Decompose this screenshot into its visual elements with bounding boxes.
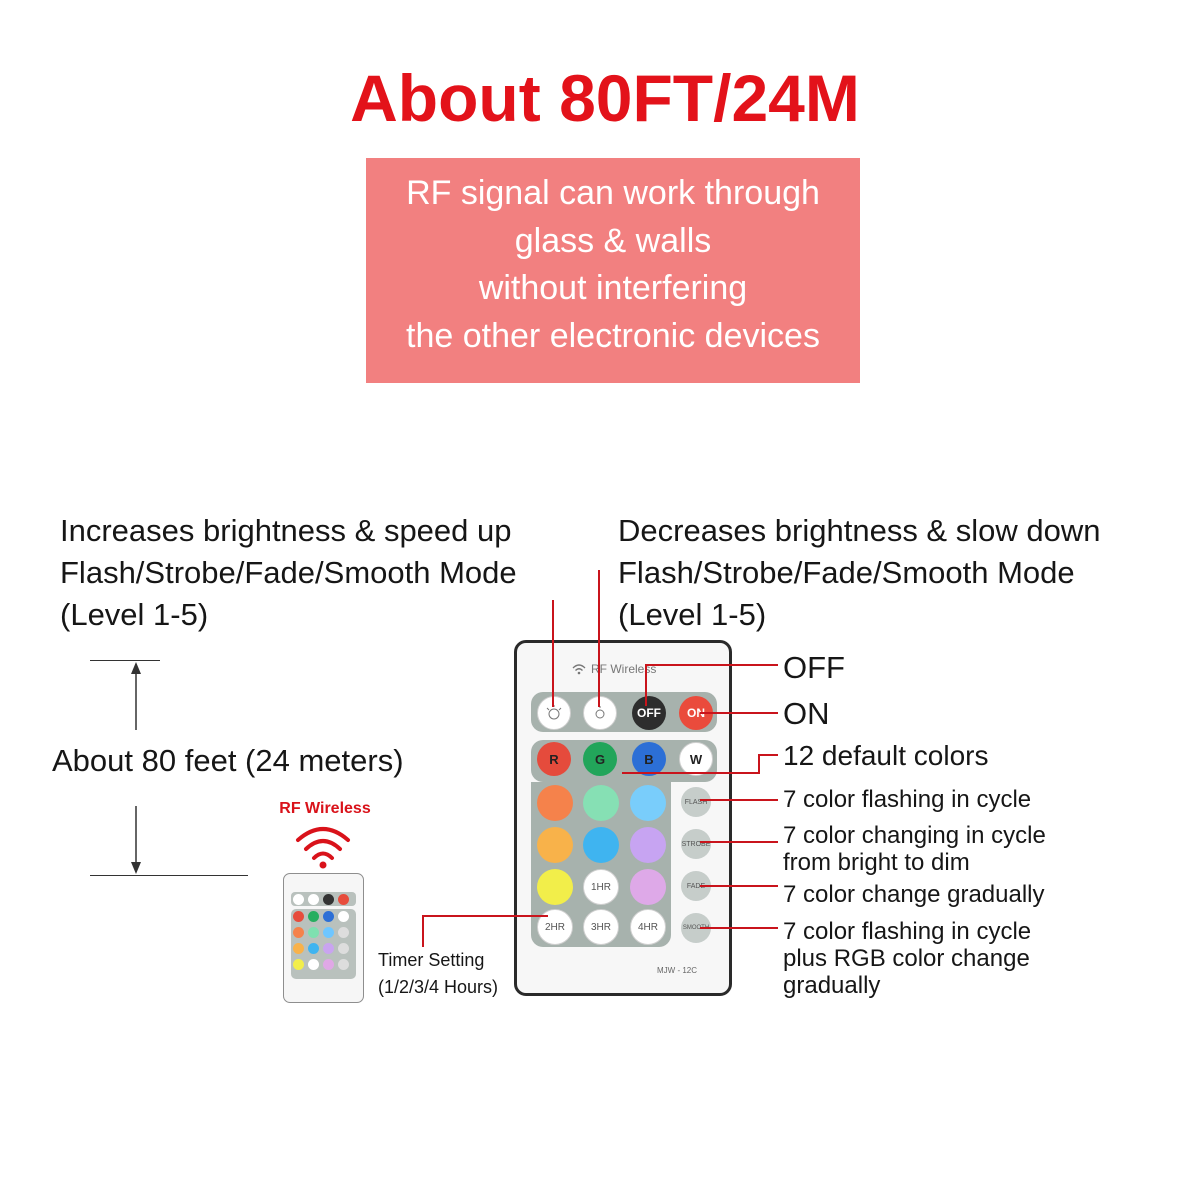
rf-wireless-label: RF Wireless bbox=[279, 800, 371, 817]
remote-model-label: MJW - 12C bbox=[657, 966, 697, 975]
wifi-icon bbox=[572, 664, 586, 675]
color-button[interactable] bbox=[583, 785, 619, 821]
on-callout: ON bbox=[783, 696, 830, 731]
timer-3hr-button[interactable]: 3HR bbox=[583, 909, 619, 945]
green-button[interactable]: G bbox=[583, 742, 617, 776]
info-line: RF signal can work through bbox=[406, 174, 820, 212]
leader-colors-end bbox=[758, 754, 778, 756]
fade-callout: 7 color change gradually bbox=[783, 881, 1045, 908]
leader-off-horizontal bbox=[645, 664, 778, 666]
strobe-callout: 7 color changing in cycle from bright to… bbox=[783, 822, 1046, 876]
increase-label-line: Increases brightness & speed up bbox=[60, 513, 512, 548]
leader-colors-horizontal bbox=[622, 772, 760, 774]
strobe-button[interactable]: STROBE bbox=[681, 829, 711, 859]
color-button[interactable] bbox=[537, 785, 573, 821]
dimension-top-line bbox=[90, 660, 160, 661]
red-button[interactable]: R bbox=[537, 742, 571, 776]
info-line: glass & walls bbox=[514, 221, 712, 260]
blue-button[interactable]: B bbox=[632, 742, 666, 776]
color-button[interactable] bbox=[630, 785, 666, 821]
page-title: About 80FT/24M bbox=[350, 61, 860, 135]
leader-fade bbox=[700, 885, 778, 887]
leader-timer-vertical bbox=[422, 915, 424, 947]
timer-callout: Timer Setting (1/2/3/4 Hours) bbox=[378, 950, 499, 997]
leader-timer-horizontal bbox=[422, 915, 548, 917]
timer-4hr-button[interactable]: 4HR bbox=[630, 909, 666, 945]
leader-strobe bbox=[700, 841, 778, 843]
leader-flash bbox=[700, 799, 778, 801]
increase-label-line: (Level 1-5) bbox=[60, 597, 209, 632]
dimension-bottom-line bbox=[90, 875, 248, 876]
leader-colors-vertical bbox=[758, 754, 760, 774]
off-button[interactable]: OFF bbox=[632, 696, 666, 730]
decrease-label-line: Flash/Strobe/Fade/Smooth Mode bbox=[618, 555, 1075, 590]
decrease-label-line: (Level 1-5) bbox=[618, 597, 767, 632]
leader-on bbox=[700, 712, 778, 714]
decrease-label-line: Decreases brightness & slow down bbox=[618, 513, 1101, 548]
leader-increase-vertical bbox=[552, 600, 554, 707]
wireless-signal-icon bbox=[296, 827, 350, 869]
remote-control: RF Wireless OFF ON R G B W 1HR 2HR 3HR 4… bbox=[514, 640, 732, 996]
leader-smooth bbox=[700, 927, 778, 929]
smooth-callout: 7 color flashing in cycle plus RGB color… bbox=[783, 918, 1032, 999]
info-line: without interfering bbox=[478, 269, 748, 307]
decrease-brightness-label: Decreases brightness & slow down Flash/S… bbox=[618, 510, 1100, 636]
off-callout: OFF bbox=[783, 650, 845, 685]
leader-off-vertical bbox=[645, 664, 647, 706]
small-remote-illustration bbox=[283, 873, 364, 1003]
color-button[interactable] bbox=[537, 827, 573, 863]
color-button[interactable] bbox=[583, 827, 619, 863]
increase-brightness-label: Increases brightness & speed up Flash/St… bbox=[60, 510, 517, 636]
info-box: RF signal can work through glass & walls… bbox=[366, 158, 860, 383]
increase-label-line: Flash/Strobe/Fade/Smooth Mode bbox=[60, 555, 517, 590]
default-colors-callout: 12 default colors bbox=[783, 740, 989, 771]
brightness-down-button[interactable] bbox=[583, 696, 617, 730]
info-line: the other electronic devices bbox=[406, 316, 820, 355]
color-button[interactable] bbox=[630, 869, 666, 905]
color-button[interactable] bbox=[537, 869, 573, 905]
flash-callout: 7 color flashing in cycle bbox=[783, 786, 1032, 813]
distance-label: About 80 feet (24 meters) bbox=[52, 743, 404, 778]
brightness-up-button[interactable] bbox=[537, 696, 571, 730]
white-button[interactable]: W bbox=[679, 742, 713, 776]
flash-button[interactable]: FLASH bbox=[681, 787, 711, 817]
remote-header: RF Wireless bbox=[591, 662, 657, 676]
leader-decrease-vertical bbox=[598, 570, 600, 707]
timer-1hr-button[interactable]: 1HR bbox=[583, 869, 619, 905]
color-button[interactable] bbox=[630, 827, 666, 863]
dimension-arrow bbox=[131, 662, 141, 874]
